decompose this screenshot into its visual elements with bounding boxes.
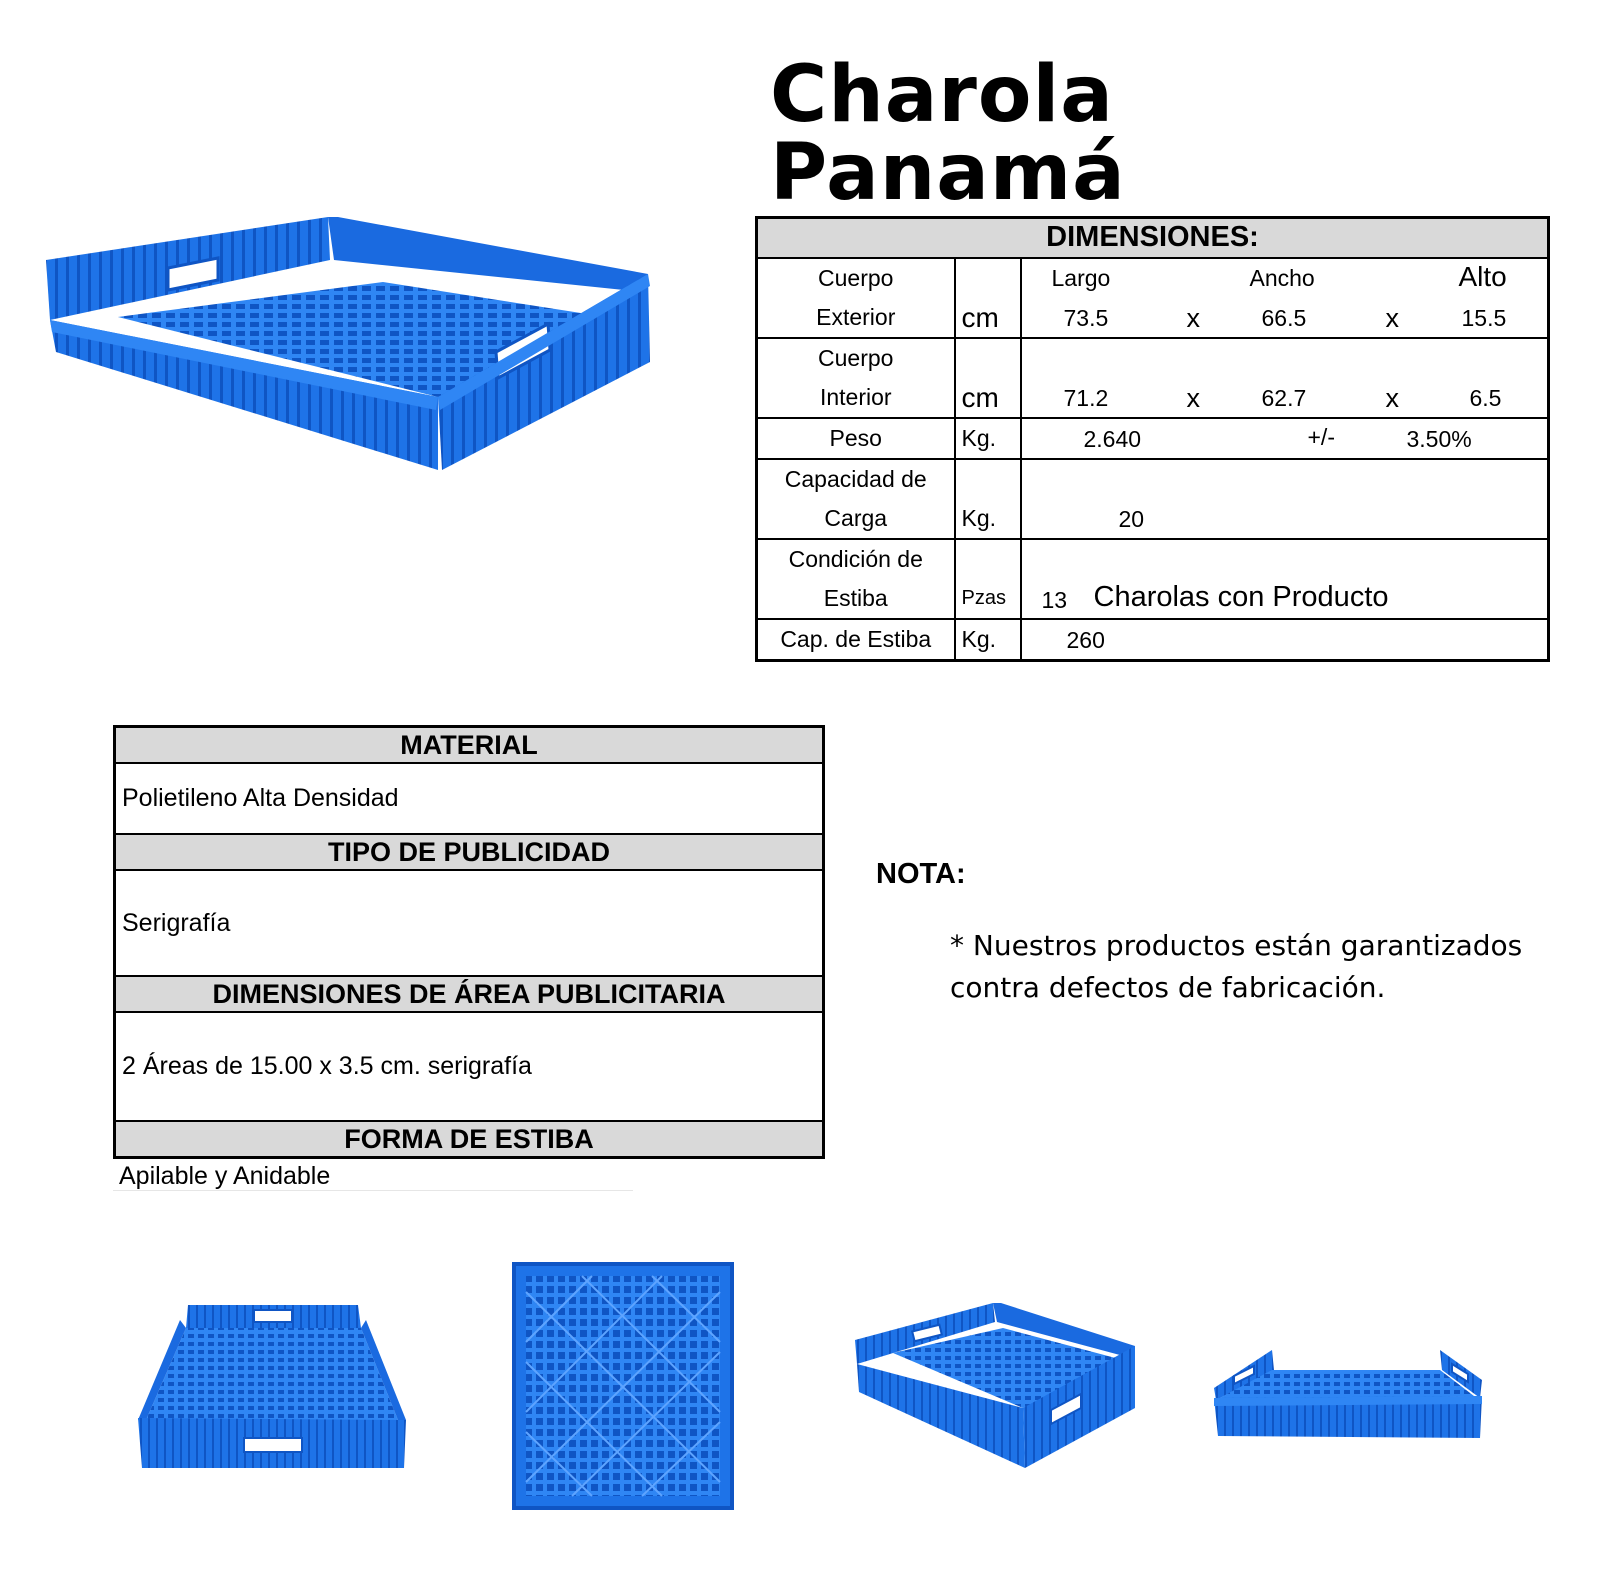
interior-sep-1: x — [1186, 382, 1201, 413]
col-alto-label: Alto — [1458, 260, 1507, 292]
nota-line-2: contra defectos de fabricación. — [950, 971, 1386, 1004]
condicion-values: 13 Charolas con Producto — [1019, 537, 1550, 620]
cap-estiba-value: 260 — [1066, 626, 1105, 653]
dimensions-header: DIMENSIONES: — [755, 216, 1550, 259]
nota-header: NOTA: — [876, 858, 966, 890]
interior-label: Cuerpo Interior — [755, 336, 956, 419]
condicion-value: 13 — [1041, 586, 1068, 613]
material-table: MATERIAL Polietileno Alta Densidad TIPO … — [113, 725, 825, 1159]
table-row-condicion: Condición de Estiba Pzas 13 Charolas con… — [755, 537, 1550, 620]
interior-ancho: 62.7 — [1261, 384, 1307, 411]
peso-label: Peso — [755, 416, 956, 460]
capacidad-values: 20 — [1019, 457, 1550, 540]
table-row-cap-estiba: Cap. de Estiba Kg. 260 — [755, 617, 1550, 661]
interior-values: 71.2 x 62.7 x 6.5 — [1019, 336, 1550, 419]
capacidad-value: 20 — [1118, 505, 1145, 532]
page-title: Charola Panamá — [770, 50, 1126, 218]
cap-estiba-values: 260 — [1019, 617, 1550, 661]
product-image-front — [138, 1305, 406, 1468]
product-image-side — [1214, 1350, 1482, 1438]
interior-largo: 71.2 — [1063, 384, 1109, 411]
capacidad-label: Capacidad de Carga — [755, 457, 956, 540]
table-row-interior: Cuerpo Interior cm 71.2 x 62.7 x 6.5 — [755, 336, 1550, 419]
exterior-alto: 15.5 — [1461, 304, 1507, 331]
peso-tolerance: 3.50% — [1406, 425, 1472, 452]
product-image-main — [46, 217, 650, 470]
nota-line-1: * Nuestros productos están garantizados — [950, 929, 1523, 962]
exterior-sep-1: x — [1186, 302, 1201, 333]
interior-unit: cm — [953, 336, 1022, 419]
peso-tol-sign: +/- — [1307, 423, 1335, 450]
exterior-ancho: 66.5 — [1261, 304, 1307, 331]
publicidad-header: TIPO DE PUBLICIDAD — [113, 833, 825, 871]
peso-value: 2.640 — [1083, 425, 1142, 452]
publicidad-value: Serigrafía — [113, 869, 825, 977]
cap-estiba-label: Cap. de Estiba — [755, 617, 956, 661]
table-row-exterior: Cuerpo Exterior cm Largo Ancho Alto 73.5… — [755, 256, 1550, 339]
table-row-capacidad: Capacidad de Carga Kg. 20 — [755, 457, 1550, 540]
col-ancho-label: Ancho — [1249, 264, 1315, 291]
condicion-label: Condición de Estiba — [755, 537, 956, 620]
area-header: DIMENSIONES DE ÁREA PUBLICITARIA — [113, 975, 825, 1013]
cap-estiba-unit: Kg. — [953, 617, 1022, 661]
estiba-header: FORMA DE ESTIBA — [113, 1120, 825, 1159]
divider — [113, 1190, 633, 1191]
material-value: Polietileno Alta Densidad — [113, 762, 825, 835]
area-value: 2 Áreas de 15.00 x 3.5 cm. serigrafía — [113, 1011, 825, 1122]
dimensions-table: DIMENSIONES: Cuerpo Exterior cm Largo An… — [755, 216, 1550, 662]
product-image-angle — [855, 1303, 1135, 1468]
product-image-top — [512, 1262, 734, 1510]
condicion-unit: Pzas — [953, 537, 1022, 620]
condicion-text: Charolas con Producto — [1093, 580, 1389, 613]
peso-unit: Kg. — [953, 416, 1022, 460]
exterior-largo: 73.5 — [1063, 304, 1109, 331]
capacidad-unit: Kg. — [953, 457, 1022, 540]
exterior-label: Cuerpo Exterior — [755, 256, 956, 339]
interior-alto: 6.5 — [1469, 384, 1502, 411]
interior-sep-2: x — [1385, 382, 1400, 413]
exterior-unit: cm — [953, 256, 1022, 339]
nota-text: * Nuestros productos están garantizados … — [950, 925, 1550, 1009]
exterior-sep-2: x — [1385, 302, 1400, 333]
exterior-values: Largo Ancho Alto 73.5 x 66.5 x 15.5 — [1019, 256, 1550, 339]
peso-values: 2.640 +/- 3.50% — [1019, 416, 1550, 460]
material-header: MATERIAL — [113, 725, 825, 764]
table-row-peso: Peso Kg. 2.640 +/- 3.50% — [755, 416, 1550, 460]
col-largo-label: Largo — [1051, 264, 1111, 291]
estiba-value: Apilable y Anidable — [119, 1162, 331, 1190]
